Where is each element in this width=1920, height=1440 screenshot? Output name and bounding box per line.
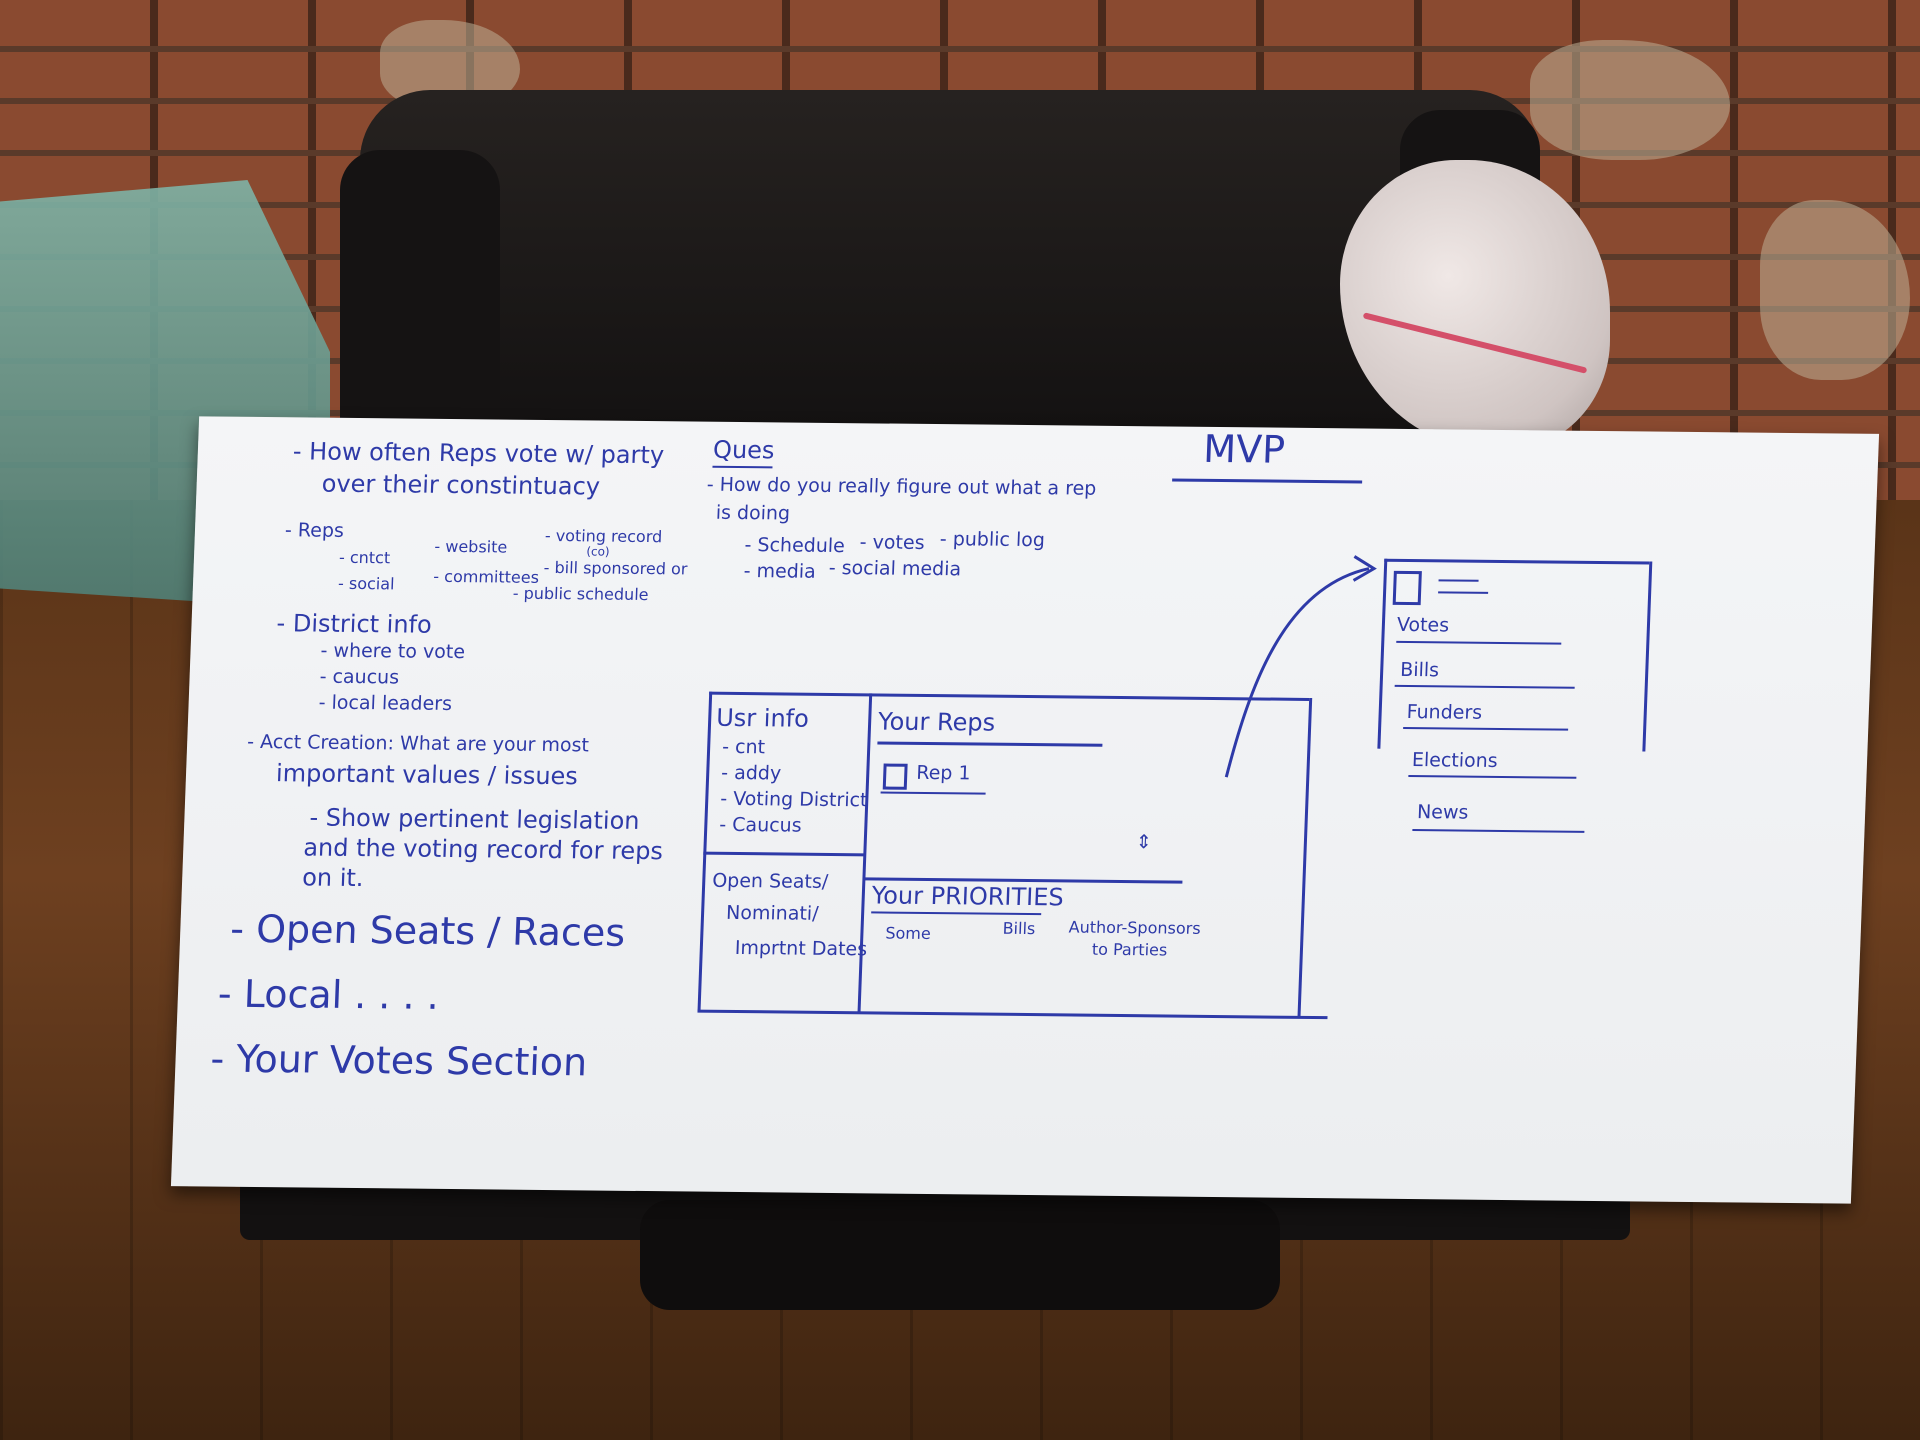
whiteboard: - How often Reps vote w/ party over thei… — [170, 416, 1880, 1204]
plaster-patch — [1760, 200, 1910, 380]
plaster-patch — [1530, 40, 1730, 160]
detail-name-scribble — [1438, 579, 1479, 582]
detail-bills: Bills — [1399, 658, 1440, 682]
arrow-to-detail-icon — [1224, 555, 1377, 778]
detail-elections: Elections — [1411, 749, 1499, 772]
detail-photo-placeholder — [1392, 570, 1422, 606]
cloth-rag — [1340, 160, 1610, 450]
chair-base — [640, 1200, 1280, 1310]
detail-news: News — [1416, 801, 1469, 824]
detail-funders: Funders — [1406, 700, 1483, 724]
detail-votes: Votes — [1396, 613, 1450, 637]
